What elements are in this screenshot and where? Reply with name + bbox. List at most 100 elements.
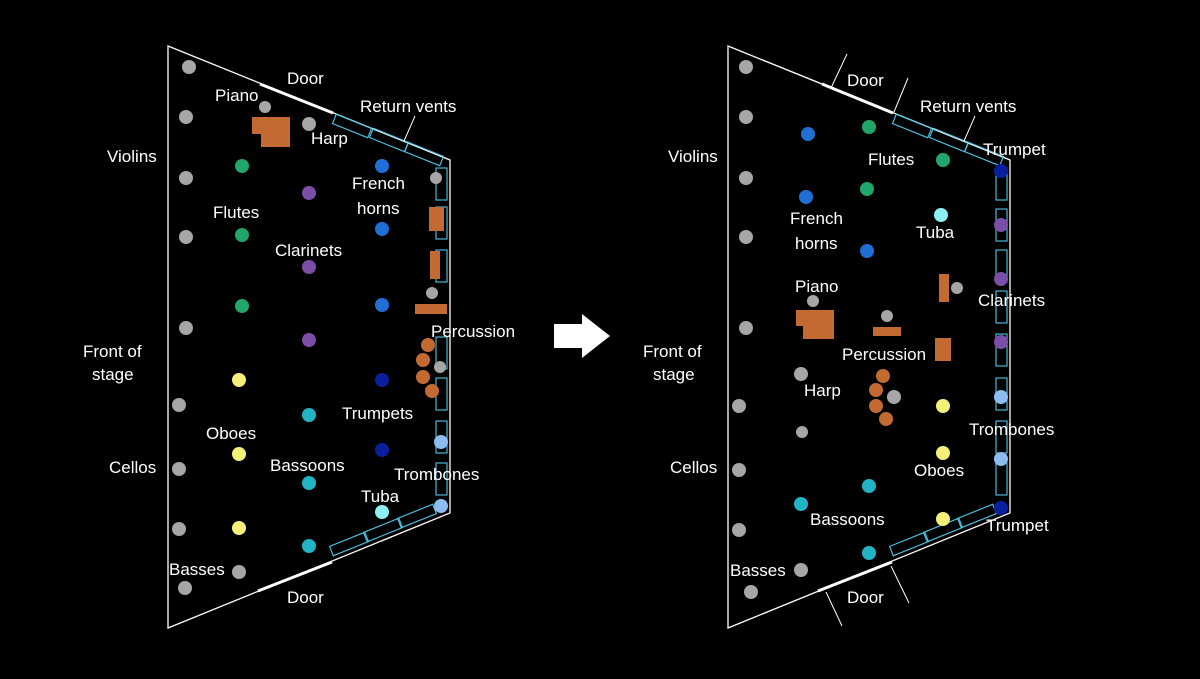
label-trumpets: Trumpets <box>342 404 413 423</box>
label-violins: Violins <box>107 147 157 166</box>
cello-seat <box>732 523 746 537</box>
timpani <box>869 399 883 413</box>
label-door-top: Door <box>847 71 884 90</box>
french-horn-seat <box>801 127 815 141</box>
label-trumpet-bottom: Trumpet <box>986 516 1049 535</box>
label-harp: Harp <box>804 381 841 400</box>
cello-seat <box>172 462 186 476</box>
percussion-seat <box>887 390 901 404</box>
bassoon-seat <box>794 497 808 511</box>
vent-bottom-2 <box>362 517 404 543</box>
door-tick <box>830 53 848 89</box>
piano-body <box>803 322 834 339</box>
timpani <box>425 384 439 398</box>
label-cellos: Cellos <box>109 458 156 477</box>
violin-seat <box>739 110 753 124</box>
french-horn-seat <box>375 222 389 236</box>
oboe-seat <box>936 512 950 526</box>
flute-seat <box>860 182 874 196</box>
cello-seat <box>172 398 186 412</box>
percussion-instruments-after <box>796 274 951 426</box>
vent-side-5 <box>995 333 1008 367</box>
vent-side-7 <box>435 462 448 496</box>
violin-seat <box>739 60 753 74</box>
door-bottom-after <box>817 560 893 593</box>
diagram-after: Violins Cellos Basses Front of stage Doo… <box>643 45 1054 629</box>
door-top-after <box>821 82 894 115</box>
oboe-seat <box>936 446 950 460</box>
bassoon-seat <box>302 539 316 553</box>
clarinet-seat <box>302 260 316 274</box>
label-door-bottom: Door <box>847 588 884 607</box>
oboe-seat <box>936 399 950 413</box>
trumpet-seat <box>375 443 389 457</box>
vent-bottom-1 <box>888 531 930 557</box>
bass-seat <box>232 565 246 579</box>
french-horn-seat <box>375 298 389 312</box>
label-oboes: Oboes <box>914 461 964 480</box>
percussion-block <box>415 304 447 314</box>
label-cellos: Cellos <box>670 458 717 477</box>
diagram-before: Violins Cellos Basses Front of stage Doo… <box>83 45 515 629</box>
flute-seat <box>235 159 249 173</box>
harp-seat <box>302 117 316 131</box>
tuba-seat <box>375 505 389 519</box>
trumpet-seat <box>994 164 1008 178</box>
percussion-seat <box>426 287 438 299</box>
vent-top-1 <box>331 113 373 139</box>
timpani <box>869 383 883 397</box>
label-percussion: Percussion <box>842 345 926 364</box>
strings-before <box>172 60 446 595</box>
violin-seat <box>179 171 193 185</box>
label-front-line2: stage <box>653 365 695 384</box>
bass-seat <box>178 581 192 595</box>
flute-seat <box>235 228 249 242</box>
label-piano: Piano <box>795 277 838 296</box>
trumpet-seat <box>375 373 389 387</box>
trombone-seat <box>434 435 448 449</box>
vent-bottom-1 <box>328 531 370 557</box>
percussion-instruments-before <box>252 117 447 398</box>
clarinet-seat <box>994 218 1008 232</box>
french-horn-seat <box>799 190 813 204</box>
percussion-seat <box>951 282 963 294</box>
violin-seat <box>182 60 196 74</box>
label-front-line2: stage <box>92 365 134 384</box>
timpani <box>416 370 430 384</box>
label-trombones: Trombones <box>394 465 479 484</box>
trombone-seat <box>434 499 448 513</box>
clarinet-seat <box>302 186 316 200</box>
label-oboes: Oboes <box>206 424 256 443</box>
percussion-block <box>935 338 951 361</box>
bass-seat <box>744 585 758 599</box>
flute-seat <box>862 120 876 134</box>
label-door-bottom: Door <box>287 588 324 607</box>
label-bassoons: Bassoons <box>810 510 885 529</box>
door-tick <box>893 77 909 113</box>
door-bottom-before <box>257 560 333 593</box>
label-tuba: Tuba <box>361 487 400 506</box>
cello-seat <box>732 463 746 477</box>
clarinet-seat <box>994 272 1008 286</box>
flute-seat <box>936 153 950 167</box>
vent-top-1 <box>891 113 933 139</box>
arrow-right-icon <box>554 314 610 358</box>
french-horn-seat <box>860 244 874 258</box>
label-bassoons: Bassoons <box>270 456 345 475</box>
vent-callout-line-before <box>403 115 416 142</box>
vent-top-3 <box>963 141 1005 167</box>
percussion-seat <box>434 361 446 373</box>
bass-seat <box>794 563 808 577</box>
cello-seat <box>732 399 746 413</box>
label-basses: Basses <box>169 560 225 579</box>
label-french-horns-line2: horns <box>357 199 400 218</box>
oboe-seat <box>232 447 246 461</box>
vent-callout-line-after <box>963 115 976 142</box>
label-violins: Violins <box>668 147 718 166</box>
bassoon-seat <box>302 476 316 490</box>
strings-after <box>732 60 963 599</box>
vent-top-3 <box>403 141 445 167</box>
timpani <box>876 369 890 383</box>
label-return-vents: Return vents <box>920 97 1016 116</box>
